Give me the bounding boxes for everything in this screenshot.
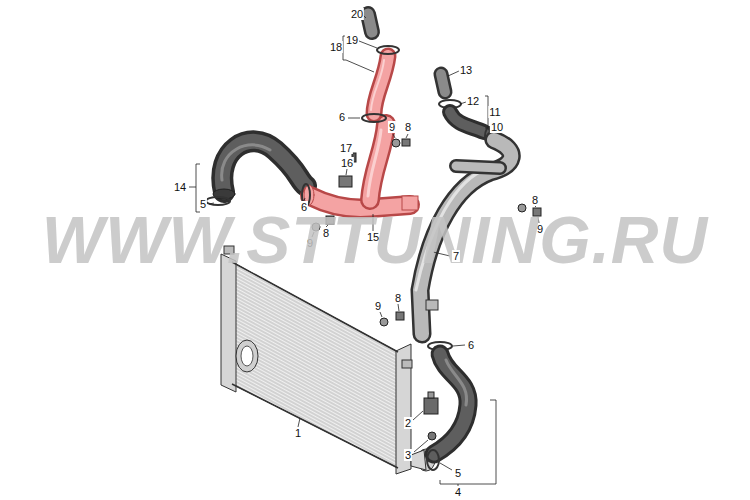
clamp: [427, 450, 439, 470]
callout-number: 17: [339, 142, 353, 154]
callout-number: 9: [388, 121, 396, 133]
callout-number: 1: [294, 427, 302, 439]
callout-number: 8: [404, 121, 412, 133]
hose: [371, 56, 388, 114]
callout-number: 18: [329, 41, 343, 53]
intercooler: [221, 246, 435, 474]
callout-number: 12: [466, 95, 480, 107]
callout-number: 14: [173, 181, 187, 193]
callout-number: 3: [404, 449, 412, 461]
sensor: [424, 398, 438, 414]
bolt: [428, 432, 436, 440]
tube: [368, 14, 372, 32]
callout-number: 10: [490, 121, 504, 133]
sensor: [339, 176, 352, 187]
clamp: [362, 114, 386, 122]
hose: [450, 112, 484, 132]
callout-number: 4: [454, 486, 462, 498]
hose: [434, 354, 468, 454]
callout-number: 13: [459, 64, 473, 76]
callout-number: 11: [488, 106, 501, 118]
callout-number: 2: [404, 417, 412, 429]
callout-number: 7: [452, 250, 460, 262]
tube: [441, 74, 445, 92]
callout-number: 16: [340, 157, 354, 169]
callout-number: 8: [394, 292, 402, 304]
charge-pipe: [304, 124, 418, 210]
callout-number: 6: [338, 111, 346, 123]
callout-number: 20: [350, 8, 364, 20]
watermark: WWW.STTUNING.RU: [42, 205, 708, 275]
callout-number: 19: [345, 34, 359, 46]
clamp: [377, 46, 399, 54]
callout-number: 5: [454, 467, 462, 479]
callout-number: 9: [374, 300, 382, 312]
callout-number: 6: [467, 339, 475, 351]
clamp: [206, 197, 230, 205]
hose: [213, 141, 306, 199]
